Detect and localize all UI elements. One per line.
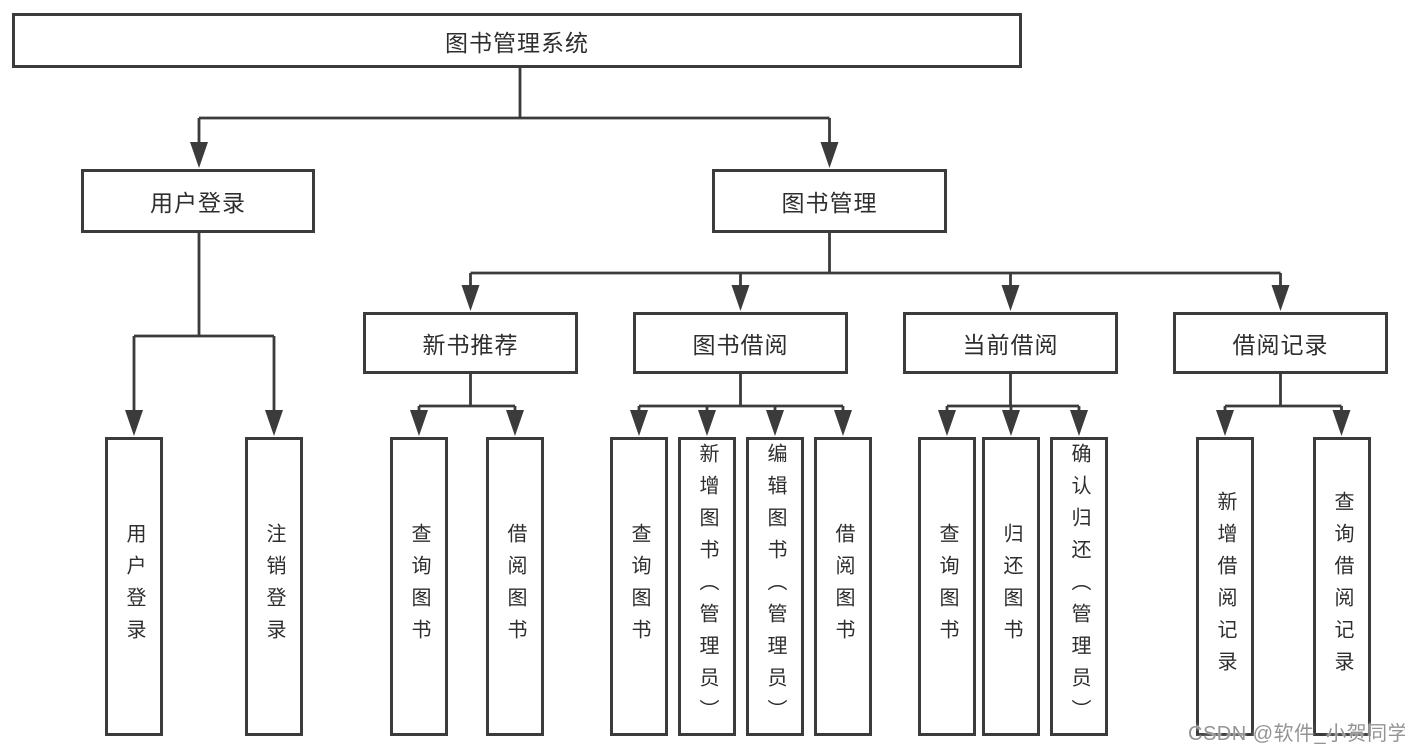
leaf-user-login: 用户登录 bbox=[105, 437, 163, 736]
leaf-borrow-books-recommend: 借阅图书 bbox=[486, 437, 544, 736]
leaf-confirm-return-admin: 确认归还（管理员） bbox=[1050, 437, 1108, 736]
node-book-management: 图书管理 bbox=[712, 169, 947, 233]
node-user-login: 用户登录 bbox=[81, 169, 315, 233]
leaf-add-borrow-record: 新增借阅记录 bbox=[1196, 437, 1254, 736]
leaf-query-books-recommend: 查询图书 bbox=[390, 437, 448, 736]
arrowhead-icon bbox=[125, 142, 1351, 436]
node-current-borrow: 当前借阅 bbox=[903, 312, 1118, 374]
leaf-borrow-books: 借阅图书 bbox=[814, 437, 872, 736]
node-new-book-recommend: 新书推荐 bbox=[363, 312, 578, 374]
leaf-add-book-admin: 新增图书（管理员） bbox=[678, 437, 736, 736]
node-book-borrow: 图书借阅 bbox=[633, 312, 848, 374]
csdn-watermark: CSDN @软件_小贺同学 bbox=[1188, 723, 1405, 745]
leaf-logout: 注销登录 bbox=[245, 437, 303, 736]
leaf-edit-book-admin: 编辑图书（管理员） bbox=[746, 437, 804, 736]
node-borrow-records: 借阅记录 bbox=[1173, 312, 1388, 374]
node-library-system: 图书管理系统 bbox=[12, 13, 1022, 68]
leaf-query-borrow-record: 查询借阅记录 bbox=[1313, 437, 1371, 736]
leaf-query-books-borrow: 查询图书 bbox=[610, 437, 668, 736]
leaf-return-book: 归还图书 bbox=[982, 437, 1040, 736]
leaf-query-books-current: 查询图书 bbox=[918, 437, 976, 736]
